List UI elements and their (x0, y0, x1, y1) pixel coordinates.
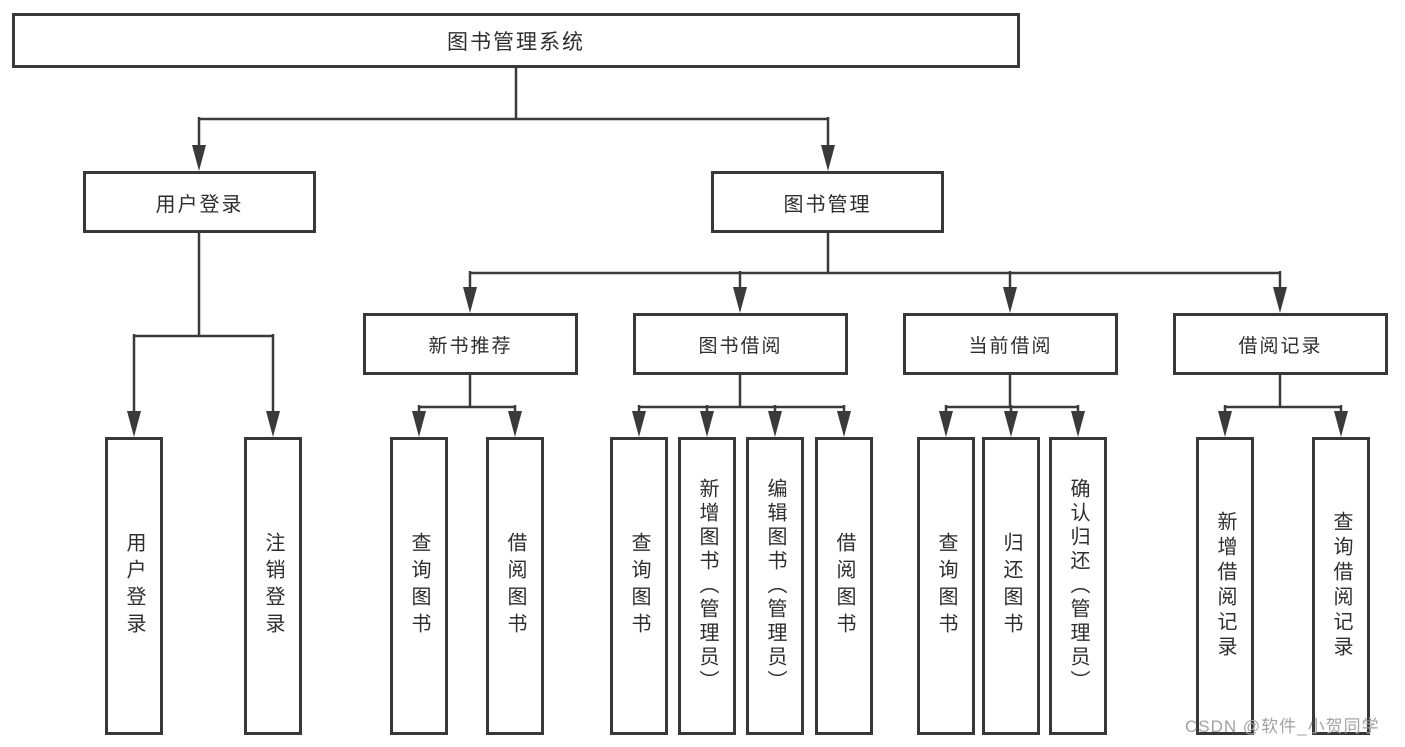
node-current-borrow: 当前借阅 (903, 313, 1118, 375)
leaf-borrow-books: 借阅图书 (815, 437, 873, 735)
leaf-add-book-admin: 新增图书（管理员） (678, 437, 736, 735)
node-new-book-recommend: 新书推荐 (363, 313, 578, 375)
leaf-query-books-borrow: 查询图书 (610, 437, 668, 735)
leaf-user-login: 用户登录 (105, 437, 163, 735)
leaf-add-borrow-record: 新增借阅记录 (1196, 437, 1254, 735)
leaf-confirm-return-admin: 确认归还（管理员） (1049, 437, 1107, 735)
leaf-query-books-recommend: 查询图书 (390, 437, 448, 735)
leaf-logout: 注销登录 (244, 437, 302, 735)
node-book-borrow: 图书借阅 (633, 313, 848, 375)
node-book-management: 图书管理 (711, 171, 944, 233)
node-borrow-records: 借阅记录 (1173, 313, 1388, 375)
leaf-return-books: 归还图书 (982, 437, 1040, 735)
leaf-edit-book-admin: 编辑图书（管理员） (746, 437, 804, 735)
leaf-borrow-books-recommend: 借阅图书 (486, 437, 544, 735)
leaf-query-books-current: 查询图书 (917, 437, 975, 735)
leaf-query-borrow-record: 查询借阅记录 (1312, 437, 1370, 735)
root-node-system-title: 图书管理系统 (12, 13, 1020, 68)
node-user-login-module: 用户登录 (83, 171, 316, 233)
csdn-watermark: CSDN @软件_小贺同学 (1185, 717, 1380, 736)
